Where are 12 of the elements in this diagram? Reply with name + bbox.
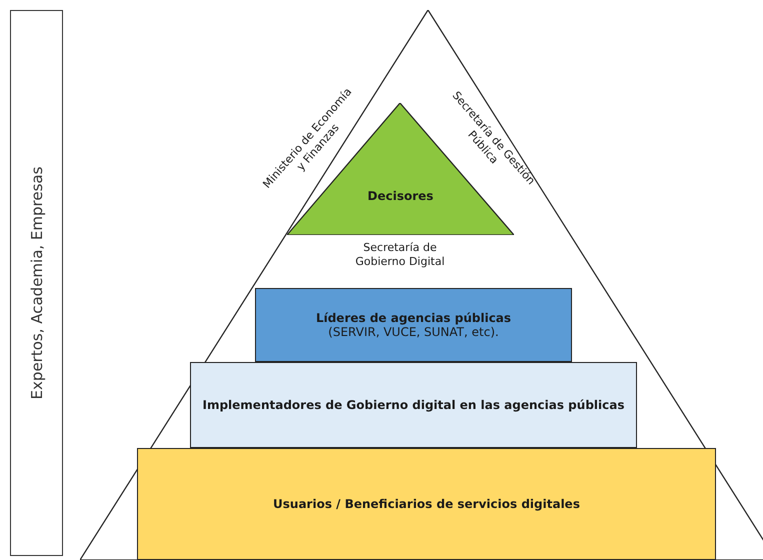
level-band xyxy=(190,362,637,448)
level-band xyxy=(137,448,716,560)
level-note: (SERVIR, VUCE, SUNAT, etc). xyxy=(328,325,499,339)
level-label: Usuarios / Beneficiarios de servicios digitales xyxy=(273,497,580,511)
level-band xyxy=(255,288,572,362)
level-label: Decisores xyxy=(366,189,434,203)
pyramid-outline xyxy=(80,10,763,560)
side-panel xyxy=(10,10,63,556)
panel-label: Expertos, Academia, Empresas xyxy=(28,166,46,400)
annotation: Secretaría de Gobierno Digital xyxy=(354,241,446,269)
level-label: Implementadores de Gobierno digital en las agencias públicas xyxy=(202,398,624,412)
level-label: Líderes de agencias públicas xyxy=(316,311,512,325)
